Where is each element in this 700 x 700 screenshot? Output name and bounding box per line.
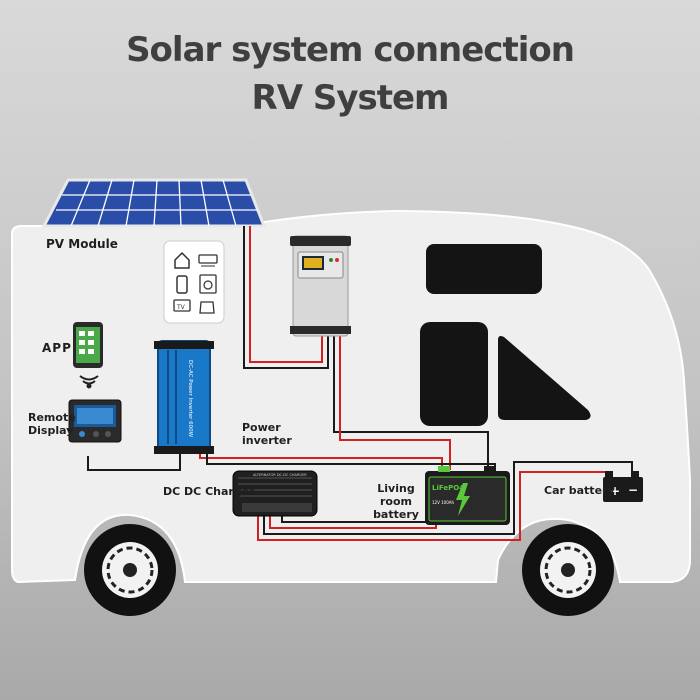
rv-window-side <box>420 322 488 426</box>
wifi-signal-icon <box>79 375 99 389</box>
wire-remote-inverter <box>87 452 181 471</box>
wire-controller-battery-pos <box>333 335 489 470</box>
label-app: APP <box>42 341 72 355</box>
rv-wheel-rear <box>84 524 176 616</box>
wire-pv-negative <box>243 226 329 369</box>
house-icon <box>174 251 190 269</box>
tv-icon: TV <box>173 299 191 312</box>
label-living-room-battery: Living room battery <box>373 482 419 521</box>
inverter-side-text: DC-AC Power Inverter 600W <box>187 360 193 438</box>
rv-window-top <box>426 244 542 294</box>
label-car-battery: Car battery <box>544 484 615 497</box>
wiring <box>87 226 633 541</box>
label-dc-dc-charger: DC DC Charger <box>163 485 255 498</box>
appliance-card: TV <box>163 240 225 324</box>
charger-top-text: ALTERNATOR DC-DC CHARGER <box>253 473 307 477</box>
washing-machine-icon <box>199 274 217 294</box>
car-battery: + − <box>603 471 643 502</box>
label-power-inverter: Power inverter <box>242 421 292 447</box>
battery-brand-text: LiFePO4 <box>432 484 464 492</box>
solar-charge-controller <box>290 235 351 337</box>
living-room-battery: LiFePO4 12V 100Ah <box>425 466 510 525</box>
title-line-1: Solar system connection <box>126 30 575 70</box>
power-inverter: DC-AC Power Inverter 600W <box>154 340 214 454</box>
kettle-icon <box>199 301 215 314</box>
wire-pv-positive <box>249 226 323 363</box>
label-pv-module: PV Module <box>46 237 118 251</box>
app-phone <box>73 322 103 368</box>
svg-text:TV: TV <box>176 304 186 311</box>
label-remote-display: Remote Display <box>28 411 76 437</box>
remote-display <box>68 399 122 443</box>
air-conditioner-icon <box>198 254 218 267</box>
rv-body <box>11 209 691 584</box>
rv-wheel-front <box>522 524 614 616</box>
title-line-2: RV System <box>251 78 450 118</box>
battery-minus-icon: − <box>628 483 638 497</box>
wire-dcdc-car-black <box>263 461 633 535</box>
battery-spec-text: 12V 100Ah <box>432 500 454 505</box>
pv-module <box>41 178 267 228</box>
dc-dc-charger: ALTERNATOR DC-DC CHARGER <box>232 470 318 517</box>
rv-window-front <box>498 336 591 420</box>
battery-plus-icon: + <box>610 484 620 498</box>
phone-icon <box>176 275 188 294</box>
wire-dcdc-car-red <box>257 471 608 541</box>
wire-controller-battery-neg <box>339 335 451 470</box>
